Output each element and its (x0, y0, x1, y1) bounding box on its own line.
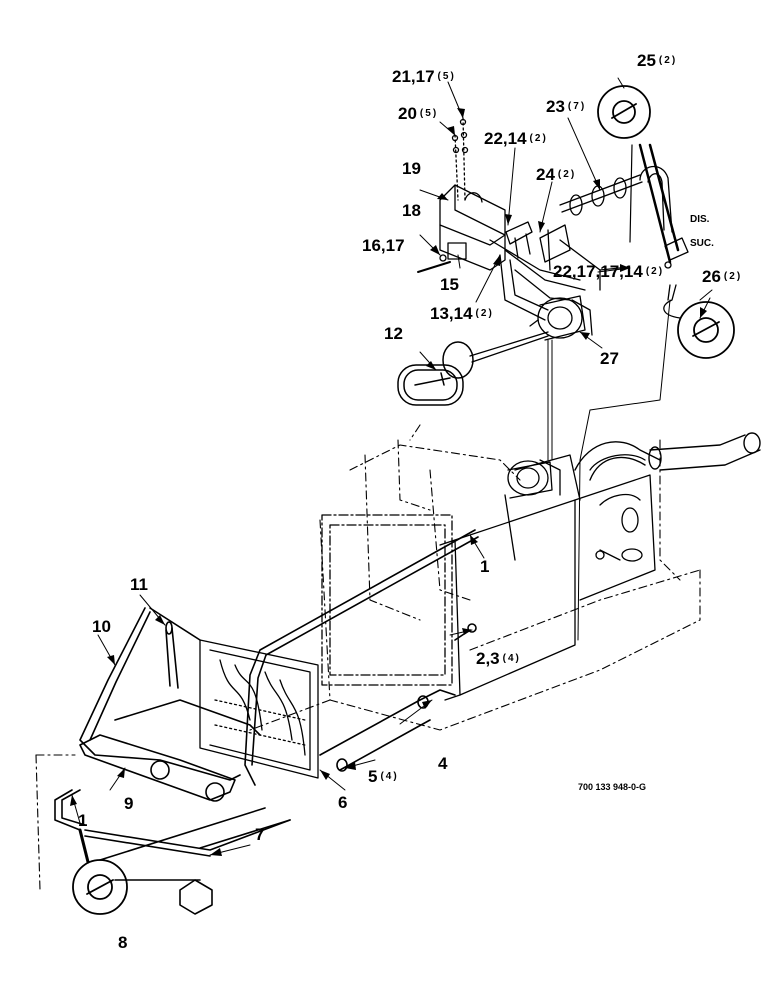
callout-5: 5(4) (368, 767, 399, 786)
condenser-core (200, 640, 318, 778)
callout-26: 26(2) (702, 267, 743, 286)
refrigerant-lines (55, 530, 478, 914)
leader-lines-engine (548, 300, 670, 640)
callout-10: 10 (92, 617, 111, 636)
engine-frame-outline (36, 425, 700, 890)
callout-12: 12 (384, 324, 403, 343)
drawing-number: 700 133 948-0-G (578, 782, 647, 792)
callout-6: 6 (338, 793, 348, 812)
callout-24: 24(2) (536, 165, 577, 184)
port-label-suction: SUC. (690, 238, 714, 249)
exhaust-pipe (575, 433, 760, 480)
callout-11: 11 (130, 575, 148, 594)
port-label-discharge: DIS. (690, 214, 710, 225)
callout-15: 15 (440, 275, 459, 294)
callout-7: 7 (255, 825, 265, 844)
arrowheads (70, 108, 707, 856)
callout-27: 27 (600, 349, 619, 368)
hose-detail-circles (73, 86, 734, 914)
callout-9: 9 (124, 794, 134, 813)
compressor-engine (508, 460, 560, 498)
callout-25: 25(2) (637, 51, 678, 70)
callout-16-17: 16,17 (362, 236, 405, 255)
callout-23: 23(7) (546, 97, 587, 116)
callout-18: 18 (402, 201, 421, 220)
callout-21-17: 21,17(5) (392, 67, 456, 86)
callout-22-14-top: 22,14(2) (484, 129, 548, 148)
callout-1-upper: 1 (480, 557, 490, 576)
callout-13-14: 13,14(2) (430, 304, 494, 323)
compressor-bracket-assembly (418, 118, 688, 362)
callout-1-lower: 1 (78, 811, 88, 830)
callout-2-3: 2,3(4) (476, 649, 521, 668)
callout-19: 19 (402, 159, 421, 178)
pulley-belt-12 (398, 342, 473, 405)
callout-22-17-17-14: 22,17,17,14(2) (553, 262, 665, 281)
callout-4: 4 (438, 754, 448, 773)
callout-8: 8 (118, 933, 128, 952)
callout-20: 20(5) (398, 104, 439, 123)
